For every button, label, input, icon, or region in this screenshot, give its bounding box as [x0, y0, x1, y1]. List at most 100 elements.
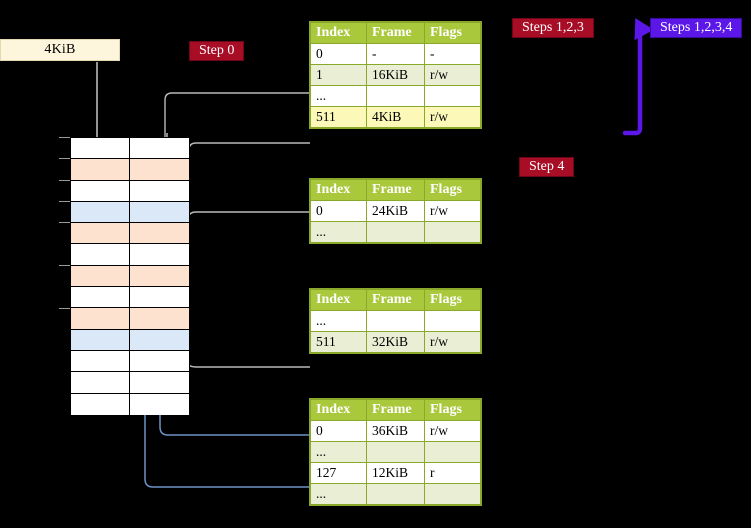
memory-tick: [59, 201, 71, 202]
table-cell: ...: [310, 221, 367, 243]
memory-block-cell-left: [71, 287, 130, 308]
table-cell: 0: [310, 200, 367, 222]
memory-block-row: [71, 393, 189, 415]
memory-block-cell-left: [71, 223, 130, 244]
badge-step-0-label: Step 0: [199, 43, 235, 58]
table-cell: [366, 441, 425, 463]
memory-block-cell-left: [71, 393, 130, 415]
badge-steps-1-2-3-label: Steps 1,2,3: [522, 20, 584, 35]
table-cell: ...: [310, 85, 367, 107]
memory-block-cell-right: [130, 308, 189, 328]
badge-step-4: Step 4: [519, 157, 575, 177]
memory-block-cell-left: [71, 159, 130, 180]
table-cell: 0: [310, 420, 367, 442]
table-cell: [424, 221, 481, 243]
memory-block-row: [71, 159, 189, 181]
badge-steps-1-2-3: Steps 1,2,3: [512, 18, 594, 38]
memory-block-cell-left: [71, 350, 130, 372]
memory-block-cell-right: [130, 181, 189, 201]
memory-block-row: [71, 287, 189, 309]
table-header-frame: Frame: [366, 289, 425, 311]
memory-tick: [59, 265, 71, 266]
memory-tick: [59, 222, 71, 223]
table-cell: 36KiB: [366, 420, 425, 442]
table-header-flags: Flags: [424, 289, 481, 311]
memory-block-row: [71, 329, 189, 351]
memory-block-cell-right: [130, 223, 189, 243]
table-header-frame: Frame: [366, 22, 425, 44]
table-row: ...: [310, 483, 481, 505]
memory-block-row: [71, 138, 189, 160]
table-cell: 511: [310, 331, 367, 353]
badge-step-0: Step 0: [189, 41, 245, 61]
table-cell: 0: [310, 43, 367, 65]
table-cell: 16KiB: [366, 64, 425, 86]
table-row: ...: [310, 85, 481, 107]
table-cell: [366, 483, 425, 505]
memory-block-row: [71, 201, 189, 224]
memory-size-label: 4KiB: [44, 42, 76, 57]
table-row: ...: [310, 310, 481, 332]
table-row: ...: [310, 441, 481, 463]
table-cell: 32KiB: [366, 331, 425, 353]
table-cell: r/w: [424, 64, 481, 86]
table-cell: 127: [310, 462, 367, 484]
table-cell: r/w: [424, 106, 481, 128]
memory-tick: [59, 308, 71, 309]
table-header-frame: Frame: [366, 179, 425, 201]
table-cell: ...: [310, 310, 367, 332]
table-cell: [424, 85, 481, 107]
table-header-flags: Flags: [424, 399, 481, 421]
badge-step-4-label: Step 4: [529, 159, 565, 174]
memory-block-cell-right: [130, 287, 189, 307]
table-cell: [366, 221, 425, 243]
table-cell: ...: [310, 441, 367, 463]
memory-tick: [59, 137, 71, 138]
table-header-flags: Flags: [424, 22, 481, 44]
memory-block-cell-left: [71, 372, 130, 393]
table-cell: 1: [310, 64, 367, 86]
table-cell: -: [424, 43, 481, 65]
table-cell: 24KiB: [366, 200, 425, 222]
memory-block-cell-left: [71, 308, 130, 329]
table-cell: [424, 310, 481, 332]
table-header-frame: Frame: [366, 399, 425, 421]
memory-block-cell-right: [130, 330, 189, 350]
memory-block-cell-left: [71, 329, 130, 350]
table-header-index: Index: [310, 289, 367, 311]
table-cell: 511: [310, 106, 367, 128]
memory-block-cell-right: [130, 244, 189, 264]
memory-block-cell-right: [130, 159, 189, 179]
memory-size-box: 4KiB: [0, 39, 120, 61]
table-cell: ...: [310, 483, 367, 505]
table-row: 0--: [310, 43, 481, 65]
table-cell: r/w: [424, 331, 481, 353]
memory-block-cell-left: [71, 138, 130, 159]
memory-block-cell-left: [71, 244, 130, 265]
memory-block-column: [70, 137, 190, 415]
table-header-flags: Flags: [424, 179, 481, 201]
badge-steps-1-2-3-4: Steps 1,2,3,4: [650, 18, 743, 38]
badge-steps-1-2-3-4-label: Steps 1,2,3,4: [660, 20, 733, 35]
memory-tick: [59, 158, 71, 159]
memory-block-row: [71, 223, 189, 245]
table-cell: [366, 310, 425, 332]
memory-block-row: [71, 350, 189, 373]
table-header-index: Index: [310, 179, 367, 201]
table-cell: 12KiB: [366, 462, 425, 484]
table-cell: r/w: [424, 200, 481, 222]
memory-block-cell-right: [130, 372, 189, 392]
table-cell: r/w: [424, 420, 481, 442]
memory-block-cell-right: [130, 202, 189, 222]
table-row: ...: [310, 221, 481, 243]
